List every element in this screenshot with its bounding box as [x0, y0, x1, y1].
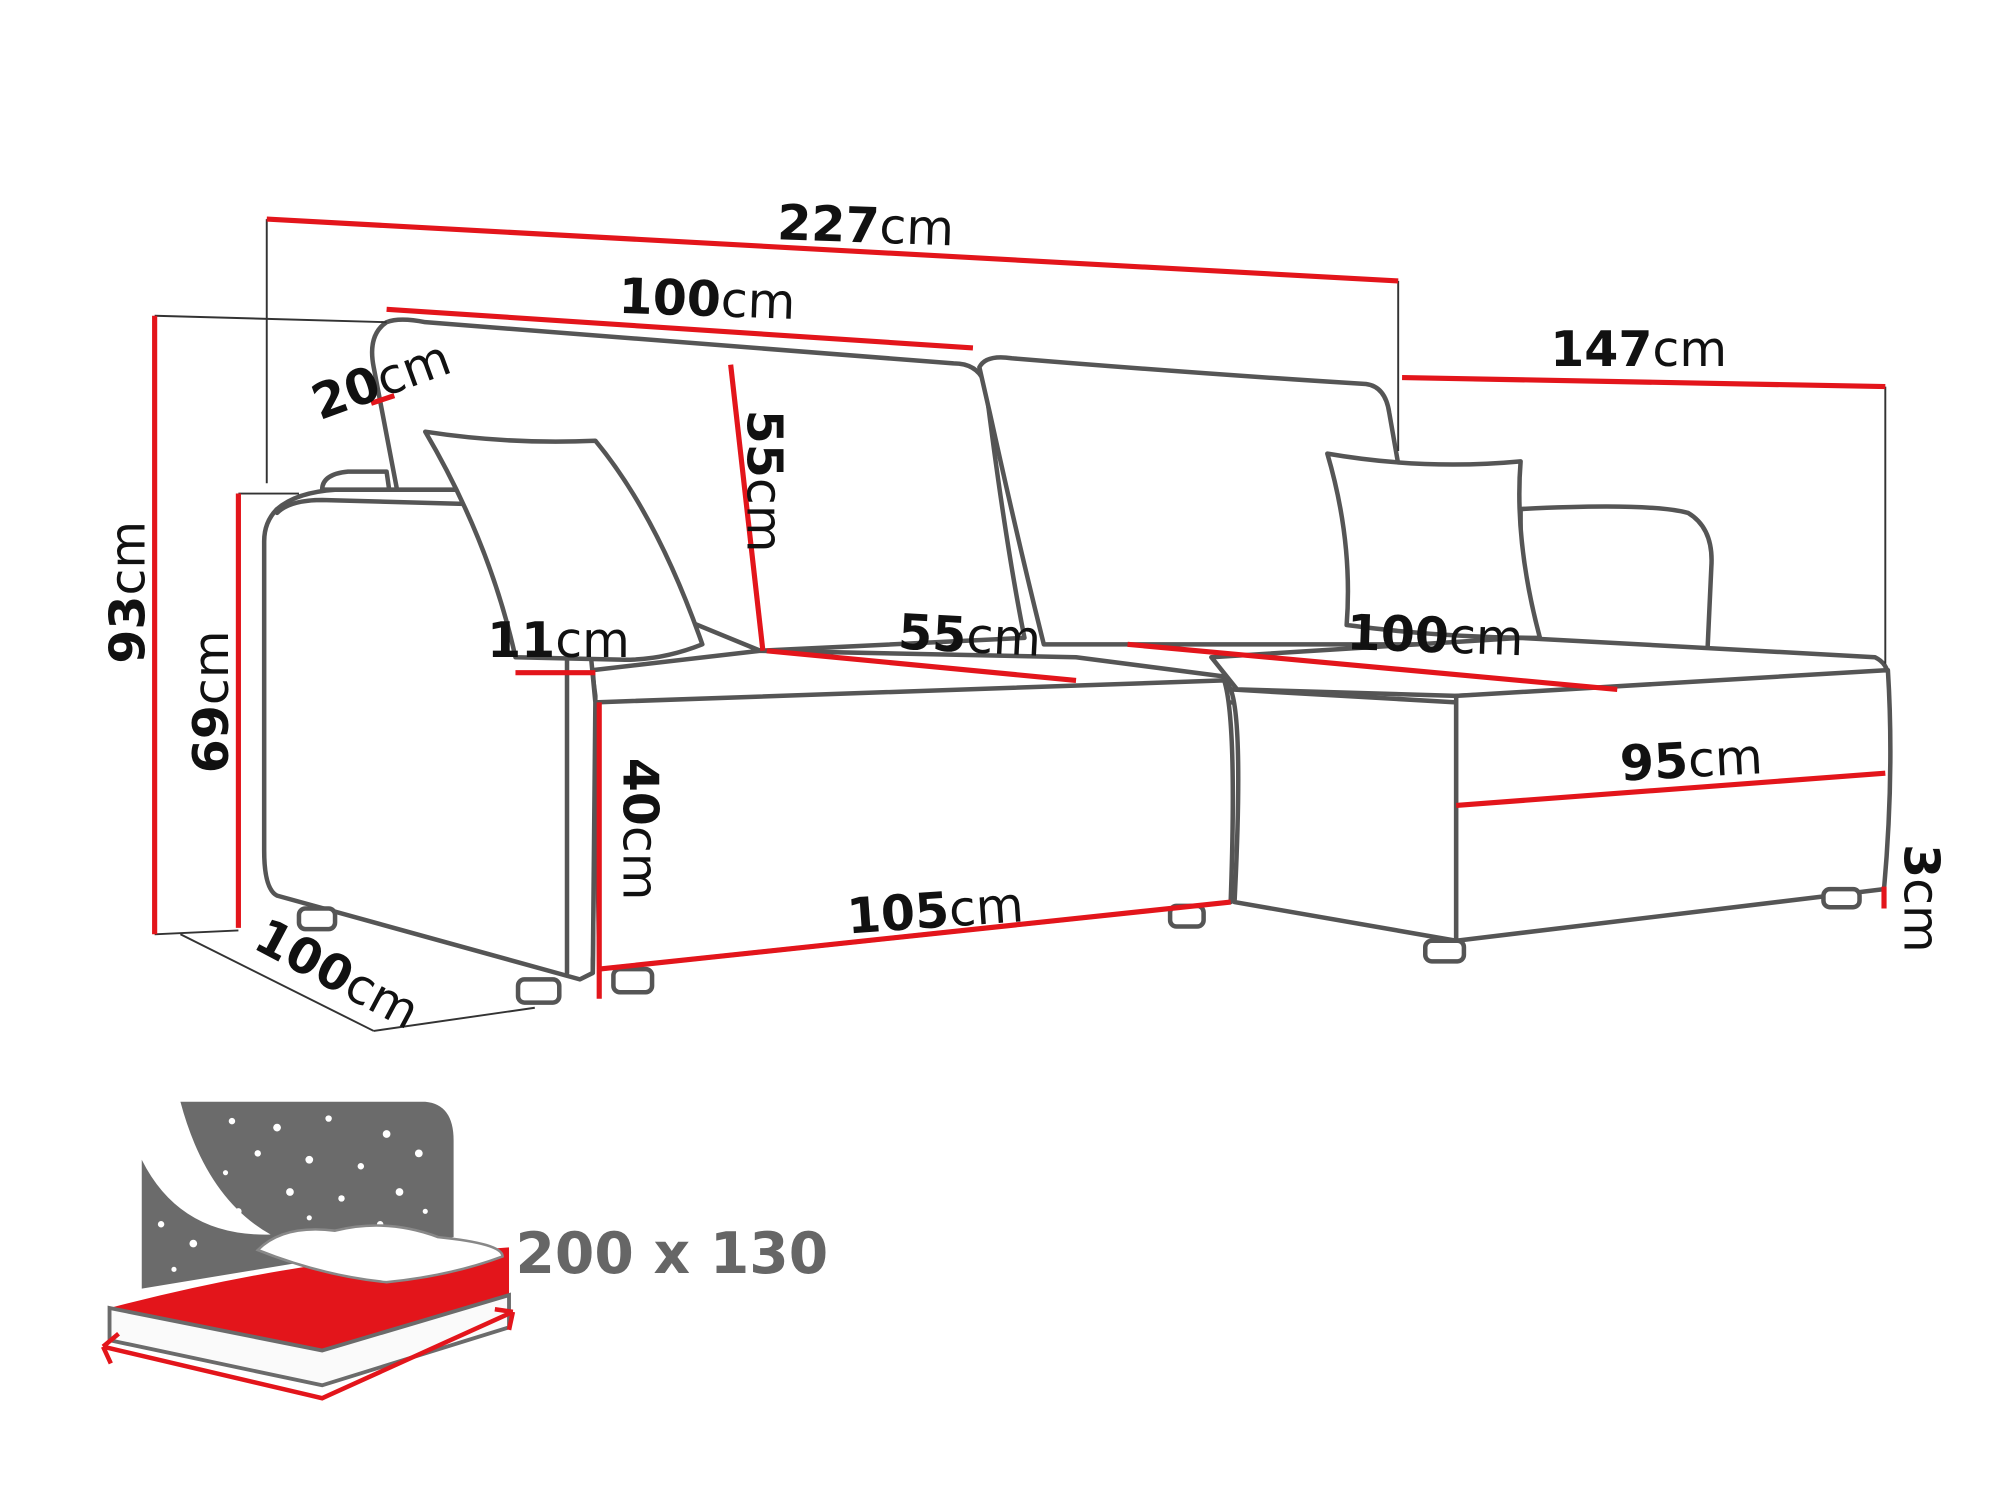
chaise-front [1228, 687, 1459, 943]
pillow-right [1325, 451, 1543, 641]
label-total-height: 93cm [99, 521, 156, 664]
label-armrest-width: 11cm [487, 612, 630, 669]
extension-lines [154, 219, 1887, 1032]
label-chaise-width: 147cm [1550, 321, 1727, 378]
label-chaise-seat-length: 100cm [1346, 604, 1525, 667]
pillow-left [423, 429, 705, 663]
label-armrest-height: 69cm [183, 630, 240, 773]
label-seat-depth: 55cm [897, 604, 1043, 668]
label-leg-height: 3cm [1893, 844, 1950, 953]
sofa-outline [261, 317, 1893, 1005]
backrest-left [369, 317, 1027, 654]
leg [611, 966, 655, 995]
armrest-cap [319, 469, 392, 492]
label-total-width: 227cm [776, 194, 955, 257]
label-backrest-width: 100cm [618, 268, 797, 331]
label-chaise-depth: 95cm [1618, 728, 1764, 792]
stars [157, 1115, 428, 1272]
label-backrest-height: 55cm [735, 410, 792, 553]
label-seat-height: 40cm [612, 758, 669, 901]
chaise-armrest [1518, 504, 1714, 654]
leg [1821, 886, 1862, 910]
dimension-lines [152, 216, 1887, 999]
leg [515, 977, 562, 1005]
chaise-end [1453, 667, 1893, 943]
dimension-labels: 227cm 100cm 20cm 147cm 93cm 69cm 55cm 11… [99, 194, 1949, 1040]
label-front-width: 105cm [845, 876, 1025, 945]
seat-front [593, 678, 1236, 972]
leg [296, 906, 338, 932]
leg [1423, 938, 1467, 964]
bed-icon [101, 1101, 516, 1401]
sleeping-area-size: 200 x 130 [515, 1221, 828, 1287]
